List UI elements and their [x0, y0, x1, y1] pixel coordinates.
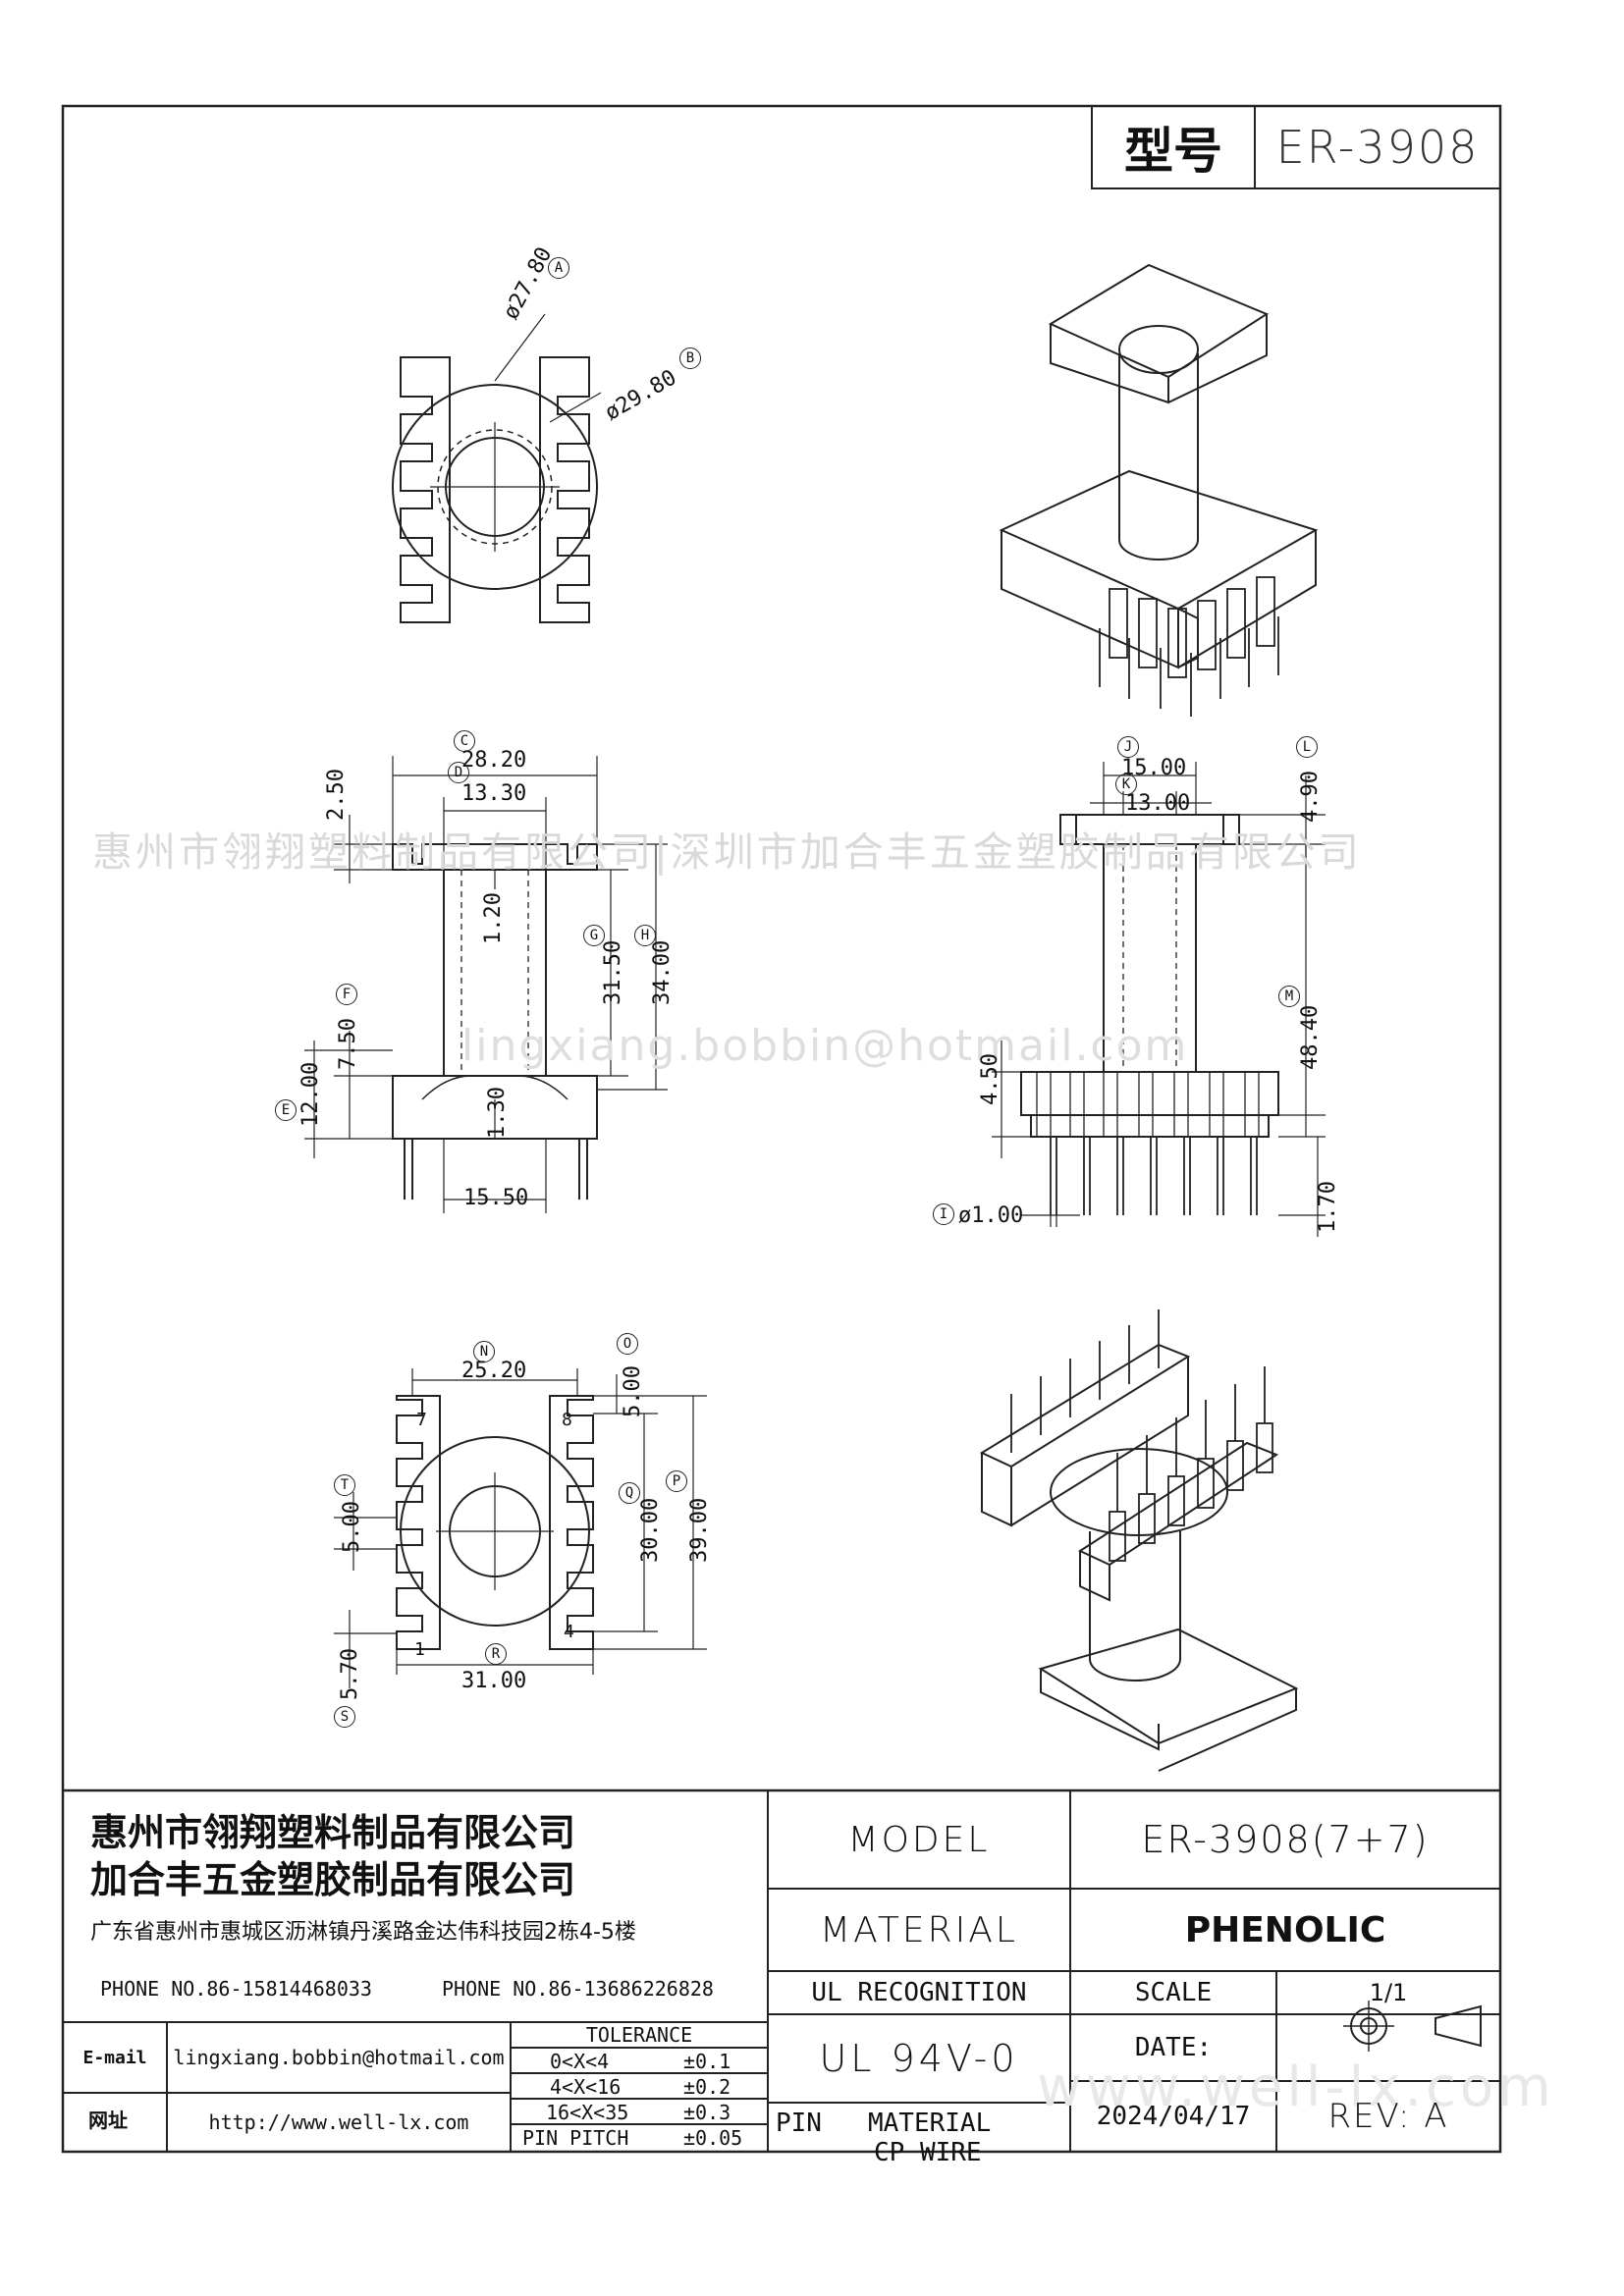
dim-l: 4.90 — [1298, 771, 1323, 823]
tol-range-0: 0<X<4 — [550, 2050, 610, 2073]
dim-d: 13.30 — [461, 781, 527, 806]
email-value[interactable]: lingxiang.bobbin@hotmail.com — [173, 2046, 505, 2069]
dim-p: 39.00 — [687, 1497, 712, 1563]
iso-view-top — [999, 263, 1319, 717]
tol-value-0: ±0.1 — [683, 2050, 731, 2073]
tolerance-title: TOLERANCE — [585, 2023, 693, 2047]
dim-s-circle: S — [334, 1706, 355, 1728]
dim-e: 12.00 — [298, 1061, 323, 1127]
dim-m: 48.40 — [1298, 1004, 1323, 1070]
dim-pin: ø1.00 — [958, 1203, 1024, 1228]
dim-o: 5.00 — [621, 1365, 645, 1417]
header-model-box — [1091, 105, 1501, 189]
side-view — [304, 756, 668, 1213]
pin-material-word: MATERIAL — [868, 2109, 992, 2138]
web-label: 网址 — [88, 2109, 128, 2132]
dim-b-circle: B — [679, 347, 701, 369]
material-label: MATERIAL — [820, 1909, 1018, 1950]
scale-label: SCALE — [1134, 1978, 1213, 2007]
watermark-company: 惠州市翎翔塑料制品有限公司|深圳市加合丰五金塑胶制品有限公司 — [92, 828, 1362, 876]
tol-range-1: 4<X<16 — [550, 2075, 622, 2099]
model-label: MODEL — [847, 1819, 991, 1860]
dim-l-circle: L — [1296, 736, 1318, 758]
dim-h: 34.00 — [650, 939, 675, 1005]
phone-1: PHONE NO.86-15814468033 — [100, 1977, 372, 2001]
bottom-view — [334, 1368, 707, 1688]
dim-wall-bot: 1.30 — [485, 1087, 510, 1139]
dim-n-circle: N — [473, 1341, 495, 1362]
top-view — [392, 313, 602, 623]
dim-t: 5.00 — [340, 1501, 364, 1553]
pin-label-8: 8 — [562, 1410, 572, 1430]
ul-value: UL 94V-0 — [819, 2037, 1019, 2080]
watermark-site: www.well-lx.com — [1037, 2056, 1555, 2119]
company-address: 广东省惠州市惠城区沥淋镇丹溪路金达伟科技园2栋4-5楼 — [90, 1920, 636, 1945]
tol-range-2: 16<X<35 — [546, 2101, 629, 2124]
tol-value-3: ±0.05 — [683, 2126, 743, 2150]
dim-q-circle: Q — [619, 1482, 640, 1504]
dim-d-circle: D — [448, 762, 469, 783]
dim-side: 4.50 — [978, 1053, 1002, 1105]
dim-s: 5.70 — [338, 1648, 362, 1700]
email-label: E-mail — [82, 2047, 147, 2068]
dim-wall-top: 1.20 — [481, 892, 506, 944]
header-model-value: ER-3908 — [1275, 121, 1480, 174]
dim-n: 25.20 — [461, 1359, 527, 1383]
date-value: 2024/04/17 — [1096, 2102, 1251, 2131]
company-name-1: 惠州市翎翔塑料制品有限公司 — [90, 1811, 576, 1854]
scale-value: 1/1 — [1369, 1979, 1408, 2006]
company-name-2: 加合丰五金塑胶制品有限公司 — [90, 1858, 576, 1901]
front-view — [992, 762, 1326, 1237]
dim-m-circle: M — [1278, 986, 1300, 1007]
dim-a-circle: A — [548, 257, 569, 279]
iso-view-bottom — [979, 1309, 1299, 1772]
material-value: PHENOLIC — [1184, 1909, 1386, 1950]
dim-g-circle: G — [583, 925, 605, 946]
dim-k-circle: K — [1115, 774, 1137, 795]
dim-h-circle: H — [634, 925, 656, 946]
dim-r: 31.00 — [461, 1669, 527, 1693]
pin-label-4: 4 — [564, 1622, 574, 1642]
tol-value-2: ±0.3 — [683, 2101, 731, 2124]
dim-o-circle: O — [617, 1333, 638, 1355]
phone-2: PHONE NO.86-13686226828 — [442, 1977, 714, 2001]
web-value[interactable]: http://www.well-lx.com — [208, 2110, 469, 2134]
dim-f: 7.50 — [336, 1018, 360, 1070]
dim-bottom: 15.50 — [463, 1186, 529, 1210]
dim-flange: 2.50 — [324, 769, 349, 821]
ul-label: UL RECOGNITION — [811, 1978, 1027, 2007]
dim-t-circle: T — [334, 1474, 355, 1496]
model-value: ER-3908(7+7) — [1141, 1818, 1430, 1861]
date-label: DATE: — [1134, 2033, 1213, 2062]
dim-g: 31.50 — [601, 939, 625, 1005]
pin-label-1: 1 — [414, 1639, 425, 1660]
pin-label-7: 7 — [416, 1410, 427, 1430]
tol-range-3: PIN PITCH — [522, 2126, 629, 2150]
watermark-email: lingxiang.bobbin@hotmail.com — [461, 1021, 1189, 1071]
dim-e-circle: E — [275, 1099, 297, 1121]
pin-material-value: CP WIRE — [874, 2138, 982, 2167]
dim-c: 28.20 — [461, 748, 527, 773]
dim-f-circle: F — [336, 984, 357, 1005]
header-model-label: 型号 — [1124, 123, 1222, 180]
dim-i-circle: I — [933, 1203, 954, 1225]
dim-k: 13.00 — [1125, 791, 1191, 816]
dim-c-circle: C — [454, 730, 475, 752]
dim-r-circle: R — [485, 1643, 507, 1665]
dim-j-circle: J — [1117, 736, 1139, 758]
dim-pin-len: 1.70 — [1316, 1181, 1340, 1233]
revision: REV: A — [1327, 2097, 1449, 2136]
dim-p-circle: P — [666, 1470, 687, 1492]
pin-label: PIN — [776, 2109, 822, 2138]
sheet-border — [61, 104, 1502, 2154]
dim-q: 30.00 — [638, 1497, 663, 1563]
tol-value-1: ±0.2 — [683, 2075, 731, 2099]
title-block-lines — [63, 1789, 1500, 2152]
